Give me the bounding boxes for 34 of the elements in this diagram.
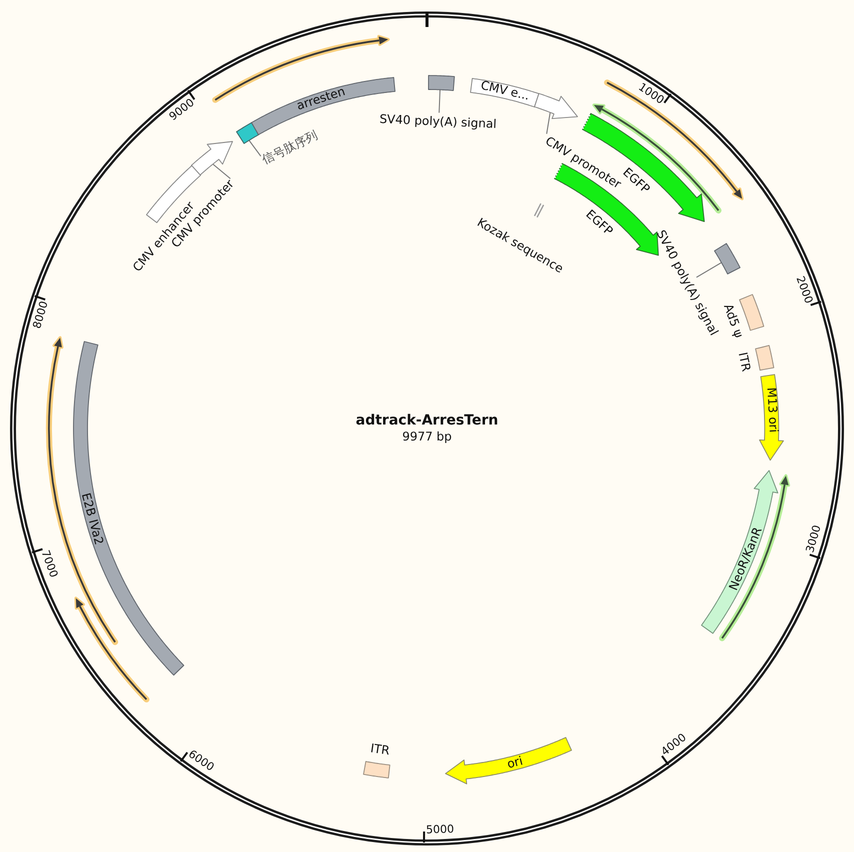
plasmid-name: adtrack-ArresTern: [356, 413, 498, 429]
leader-line: [696, 262, 722, 278]
feature-block: [426, 74, 456, 92]
feature-block: [362, 760, 392, 780]
pointed-feature-block: [444, 736, 573, 786]
feature-label: ori: [506, 754, 524, 772]
pointed-feature-block: [532, 92, 579, 120]
leader-line: [546, 112, 551, 134]
leader-line: [248, 140, 262, 157]
feature-block: [754, 344, 776, 372]
feature-label: E2B IVa2: [78, 492, 106, 546]
tick-label: 8000: [32, 300, 51, 330]
feature-block: [712, 242, 742, 275]
tick-label: 5000: [426, 824, 454, 837]
feature-label: 信号肽序列: [260, 128, 320, 167]
tick-label: 3000: [804, 524, 824, 554]
plasmid-size: 9977 bp: [402, 430, 452, 444]
feature-block: [234, 120, 260, 145]
feature-label: ITR: [736, 351, 753, 373]
pointed-feature-block: [758, 373, 786, 462]
leader-line: [212, 164, 231, 180]
leader-line: [438, 89, 440, 114]
feature-label: Ad5 ψ: [720, 302, 745, 340]
feature-block: [72, 340, 185, 677]
feature-label: M13 ori: [764, 388, 780, 434]
feature-label: SV40 poly(A) signal: [378, 112, 497, 131]
tick-label: 2000: [794, 274, 815, 306]
pointed-feature-block: [700, 469, 780, 635]
pointed-feature-block: [190, 140, 234, 177]
feature-mark: [533, 202, 546, 220]
tick-label: 7000: [38, 548, 59, 580]
feature-label: ITR: [370, 742, 391, 758]
feature-block: [468, 76, 540, 108]
feature-label: CMV e...: [479, 79, 530, 104]
